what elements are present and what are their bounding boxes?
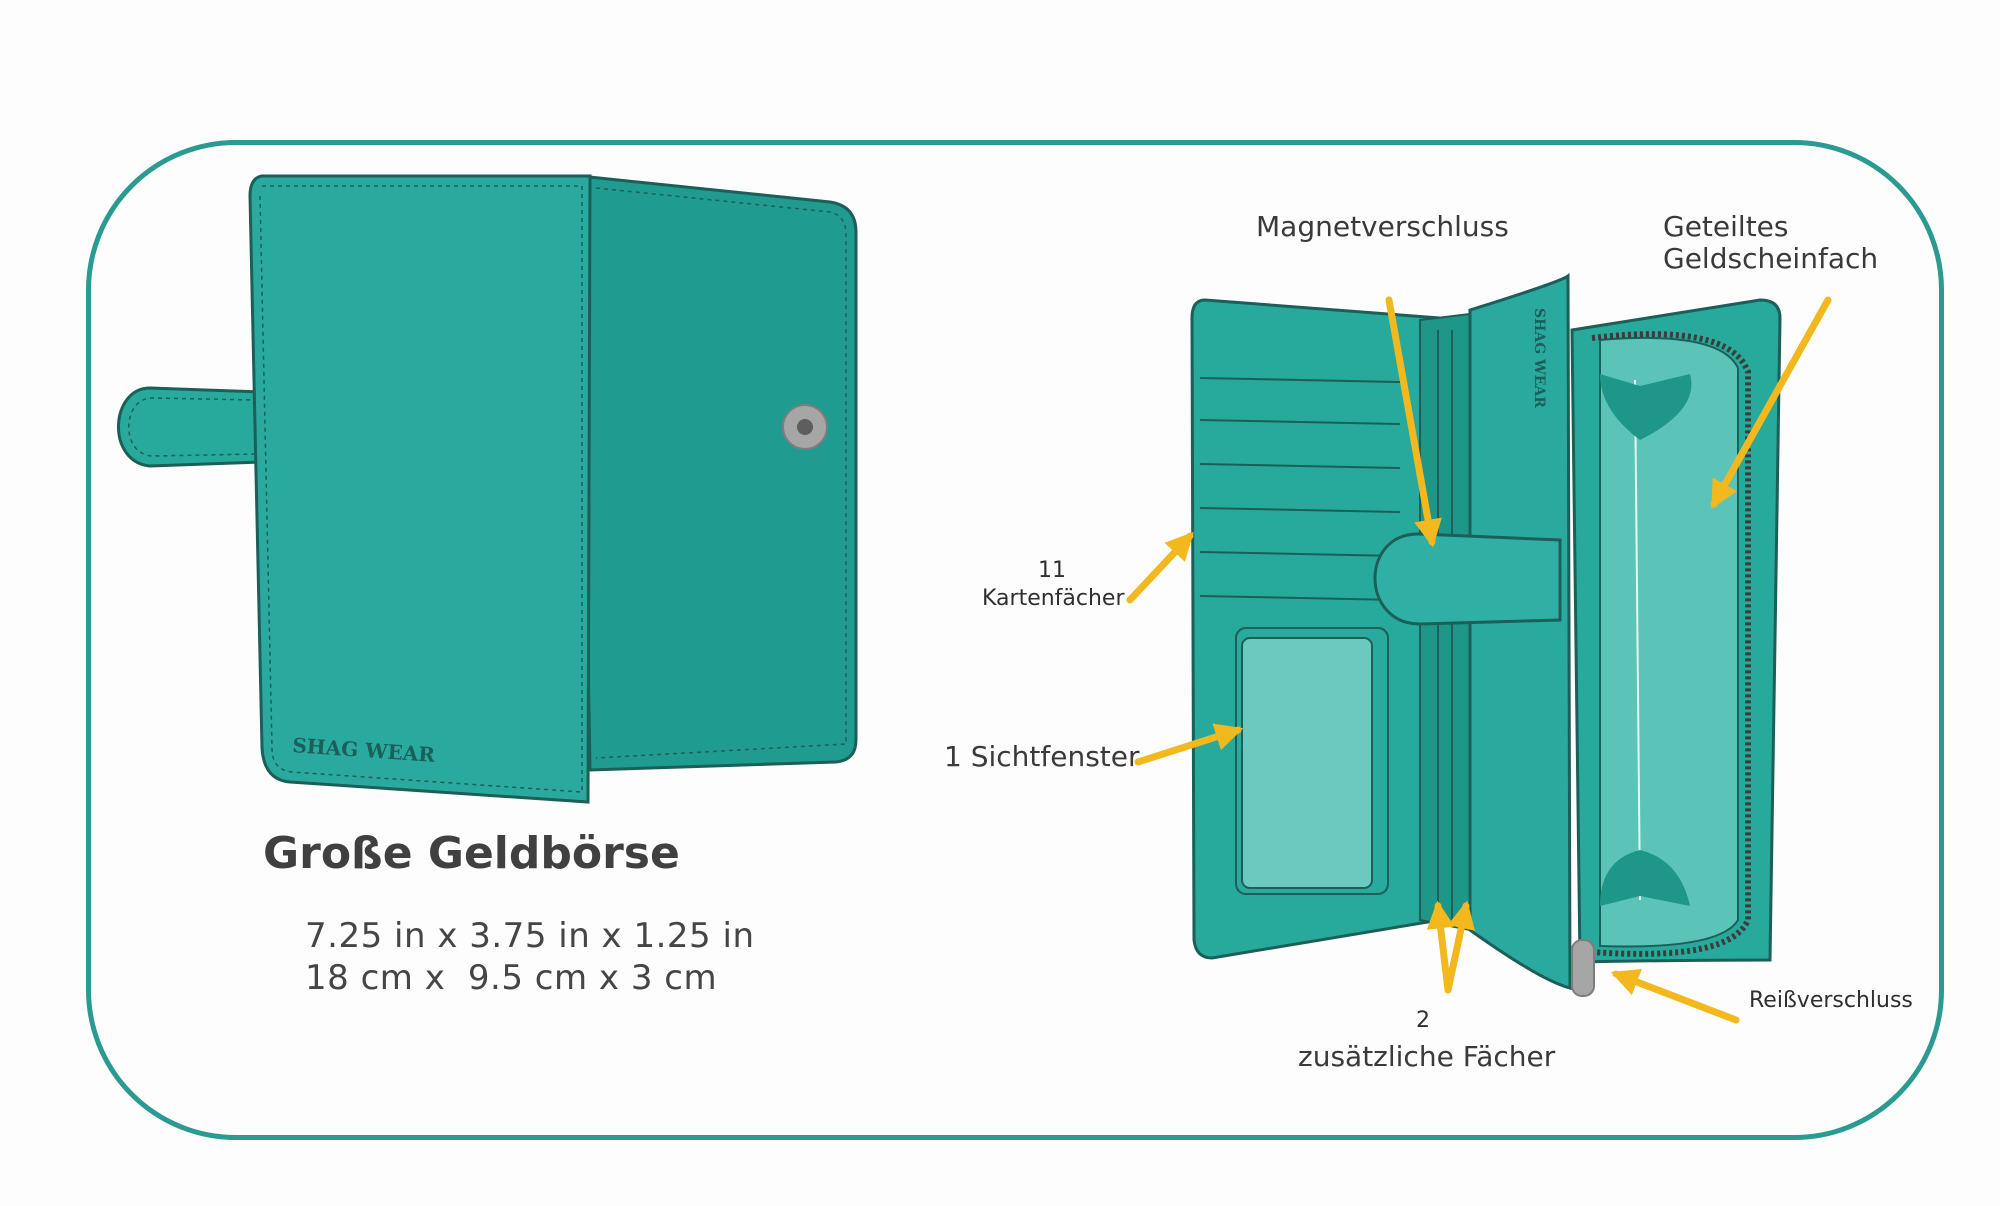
label-split-line1: Geteiltes — [1663, 210, 1789, 243]
arrow-magnet — [1385, 296, 1442, 548]
open-wallet: SHAG WEAR — [1190, 273, 1782, 997]
dimensions-metric: 18 cm x 9.5 cm x 3 cm — [305, 958, 718, 998]
arrow-cards — [1126, 531, 1194, 604]
arrow-window — [1134, 723, 1244, 766]
magnetic-strap — [1373, 532, 1562, 626]
middle-flap — [1468, 273, 1572, 990]
label-extra-count: 2 — [1416, 1008, 1430, 1033]
label-cards: Kartenfächer — [982, 586, 1125, 611]
rounded-frame — [86, 140, 1944, 1140]
label-magnet: Magnetverschluss — [1256, 210, 1509, 243]
id-window — [1241, 637, 1373, 889]
wallet-front-panel — [248, 174, 592, 804]
label-split-line2: Geldscheinfach — [1663, 242, 1879, 275]
arrow-zipper — [1610, 968, 1740, 1024]
label-cards-count: 11 — [1038, 558, 1066, 583]
card-slots — [1199, 377, 1401, 601]
arrow-split — [1710, 296, 1832, 509]
product-title: Große Geldbörse — [263, 828, 680, 879]
arrow-extra-1 — [1426, 900, 1455, 994]
label-zipper: Reißverschluss — [1749, 988, 1913, 1013]
label-extra: zusätzliche Fächer — [1298, 1040, 1556, 1073]
closed-wallet: SHAG WEAR — [117, 174, 858, 804]
wallet-back-panel — [578, 174, 858, 772]
dimensions-imperial: 7.25 in x 3.75 in x 1.25 in — [305, 916, 755, 956]
svg-text:SHAG WEAR: SHAG WEAR — [1531, 308, 1547, 408]
wallet-strap — [117, 386, 264, 468]
zipper-pull — [1571, 939, 1595, 997]
arrow-extra-2 — [1444, 900, 1475, 994]
label-window: 1 Sichtfenster — [944, 740, 1140, 773]
